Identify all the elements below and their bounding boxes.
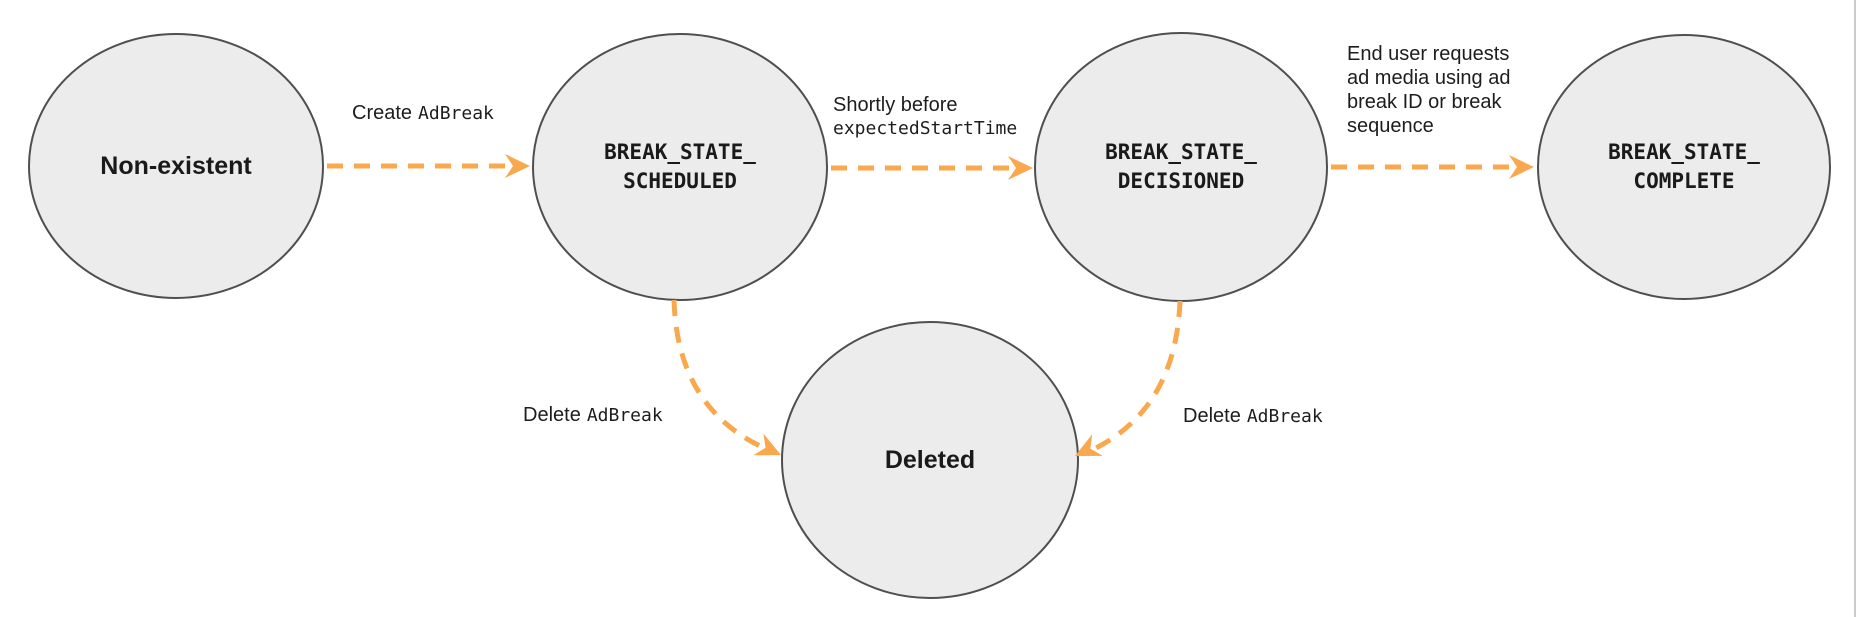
node-deleted-circle [781, 321, 1079, 599]
edge-label-code: AdBreak [418, 103, 494, 124]
edge-label-text: Shortly before [833, 94, 958, 116]
node-complete-circle [1537, 34, 1831, 300]
arrowhead-icon [505, 154, 530, 178]
node-decisioned-circle [1034, 32, 1328, 302]
edge-label-text: Delete [1183, 405, 1241, 427]
edge-label-end-user-requests: End user requests ad media using ad brea… [1347, 43, 1511, 137]
edge-delete-from-decisioned-arrow [1075, 300, 1183, 456]
arrowhead-icon [1509, 155, 1534, 179]
edge-label-code: expectedStartTime [833, 118, 1018, 139]
edge-label-code: AdBreak [586, 405, 663, 426]
edge-delete-from-scheduled-arrow [671, 299, 781, 456]
arrowhead-icon [1008, 156, 1033, 180]
arrowhead-icon [1075, 434, 1103, 456]
edge-label-shortly-before: Shortly before expectedStartTime [833, 94, 1017, 140]
arrowhead-icon [753, 433, 781, 456]
node-non-existent-circle [28, 33, 324, 299]
node-scheduled-circle [532, 33, 828, 301]
edge-label-text: Create [352, 102, 413, 124]
edge-end-user-requests-arrow [1331, 155, 1534, 179]
page-right-border [1854, 0, 1856, 617]
edge-label-code: AdBreak [1246, 406, 1323, 427]
edge-shortly-before-arrow [831, 156, 1033, 180]
edge-create-arrow [327, 154, 530, 178]
edge-label-text: Delete [523, 404, 581, 426]
